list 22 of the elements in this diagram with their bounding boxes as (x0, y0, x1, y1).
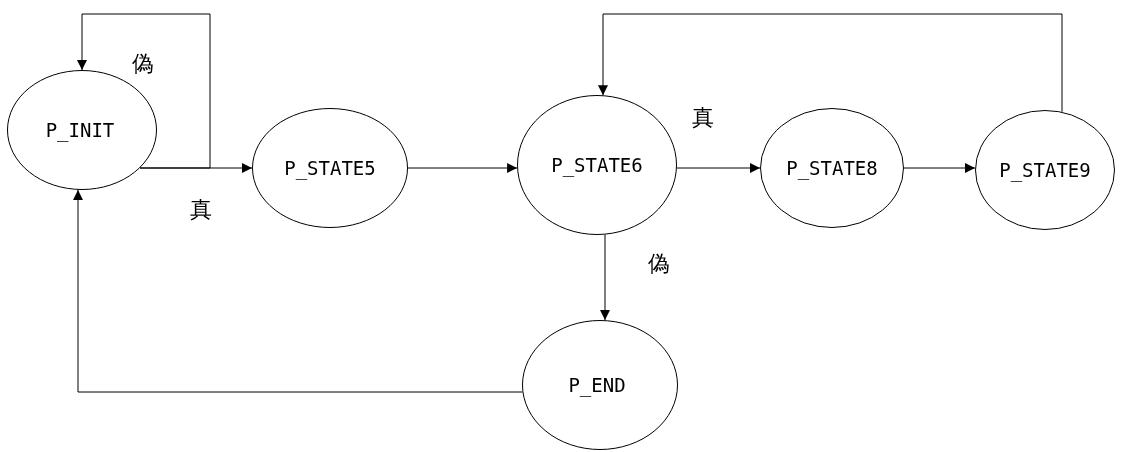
state-name: P_STATE9 (998, 159, 1092, 181)
state-name: P_END (567, 374, 627, 396)
state-ellipse (517, 95, 677, 235)
arrow (73, 189, 523, 393)
edge-label: 偽 (648, 252, 670, 277)
state-ellipse (252, 108, 408, 228)
state-name: P_STATE5 (283, 157, 377, 179)
arrow (676, 163, 761, 173)
arrow (598, 13, 1063, 113)
edge-label: 真 (190, 198, 212, 223)
state-name: P_INIT (44, 119, 116, 141)
state-name: P_STATE6 (550, 154, 644, 176)
arrow (903, 163, 976, 173)
edge-label: 偽 (132, 52, 154, 77)
arrow (600, 234, 610, 321)
state-ellipse (760, 108, 904, 228)
state-name: P_STATE8 (785, 157, 879, 179)
arrow (407, 163, 518, 173)
arrow (77, 13, 211, 169)
edge-label: 真 (692, 106, 714, 131)
state-ellipse (522, 320, 678, 450)
state-ellipse (975, 110, 1115, 230)
